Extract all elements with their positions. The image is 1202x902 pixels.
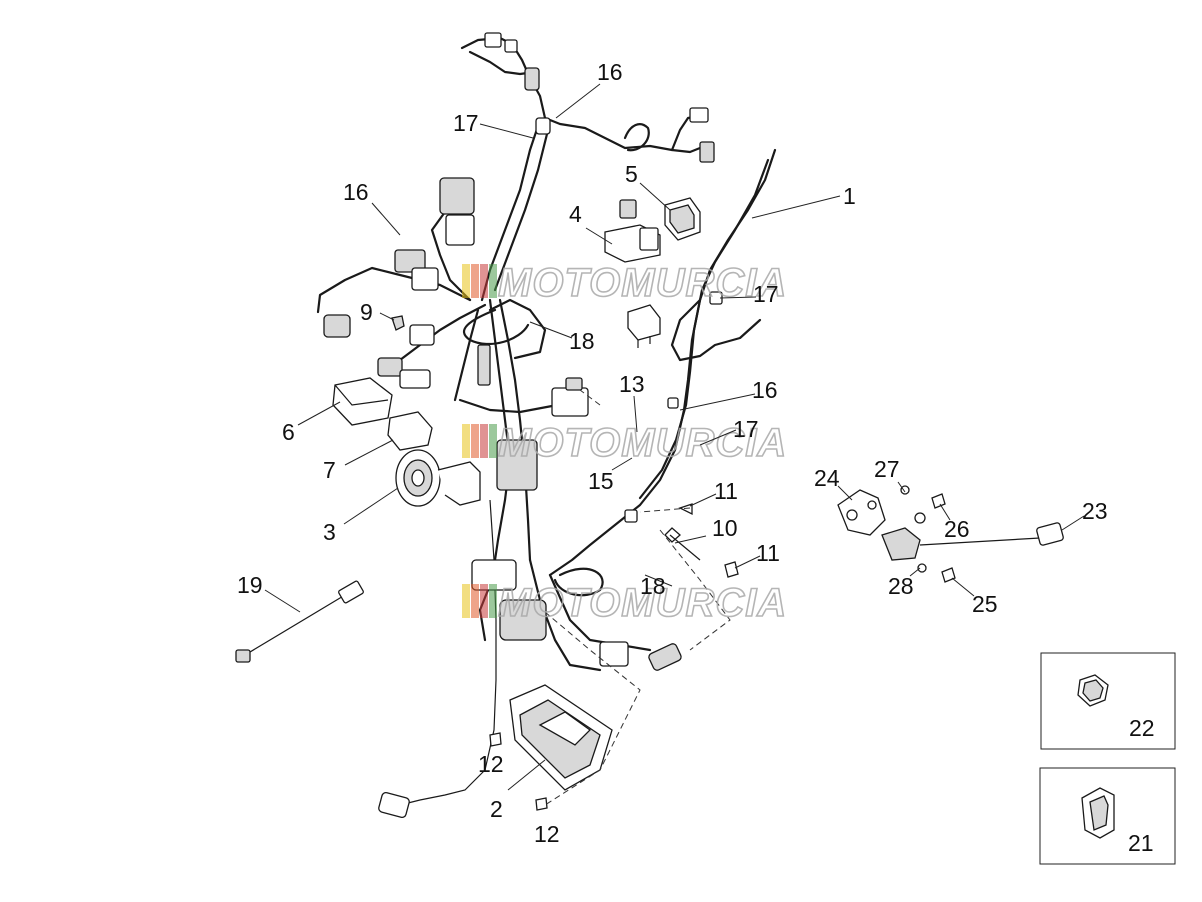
callout-7: 7 xyxy=(323,457,336,483)
callout-24: 24 xyxy=(814,465,840,491)
leader-lines xyxy=(264,83,1085,791)
callout-16-left: 16 xyxy=(343,179,369,205)
grommet-part-5 xyxy=(664,197,701,241)
callout-12-left: 12 xyxy=(478,751,504,777)
callout-4: 4 xyxy=(569,201,582,227)
callout-13: 13 xyxy=(619,371,645,397)
callout-2: 2 xyxy=(490,796,503,822)
callout-11-top: 11 xyxy=(714,478,738,504)
callout-10: 10 xyxy=(712,515,738,541)
horn-part-3 xyxy=(395,449,481,507)
bolts-and-nuts xyxy=(489,389,739,811)
temperature-sensor-part-19 xyxy=(235,580,364,663)
callout-18-upper: 18 xyxy=(569,328,595,354)
callout-17-middle: 17 xyxy=(733,416,759,442)
speed-sensor-assembly xyxy=(837,485,1064,583)
callout-9: 9 xyxy=(360,299,373,325)
callout-6: 6 xyxy=(282,419,295,445)
watermark-text-middle: MOTOMURCIA xyxy=(498,421,787,465)
callout-26: 26 xyxy=(944,516,970,542)
callout-19: 19 xyxy=(237,572,263,598)
watermark-bottom: MOTOMURCIA xyxy=(462,580,787,626)
relay-part-7 xyxy=(387,411,433,451)
clip-box-part-21 xyxy=(1039,767,1176,865)
plug-part-9 xyxy=(391,315,405,331)
callout-15: 15 xyxy=(588,468,614,494)
watermark-text-bottom: MOTOMURCIA xyxy=(498,581,787,625)
callout-1: 1 xyxy=(843,183,856,209)
callout-21: 21 xyxy=(1128,830,1154,856)
callout-27: 27 xyxy=(874,456,900,482)
callout-16-right: 16 xyxy=(752,377,778,403)
callout-labels: 1 2 3 4 5 6 7 9 10 11 11 12 12 13 15 16 … xyxy=(237,59,1155,856)
callout-3: 3 xyxy=(323,519,336,545)
ecu-part-2 xyxy=(509,684,613,791)
control-module-part-6 xyxy=(332,377,393,426)
main-wiring-harness xyxy=(316,32,777,819)
relay-part-18 xyxy=(627,304,661,348)
watermark-top: MOTOMURCIA xyxy=(462,260,787,306)
watermark-text-top: MOTOMURCIA xyxy=(498,261,787,305)
callout-11-bottom: 11 xyxy=(756,540,780,566)
relay-block-part-4 xyxy=(604,199,661,263)
callout-28: 28 xyxy=(888,573,914,599)
callout-23: 23 xyxy=(1082,498,1108,524)
callout-12-bottom: 12 xyxy=(534,821,560,847)
callout-22: 22 xyxy=(1129,715,1155,741)
watermark-middle: MOTOMURCIA xyxy=(462,420,787,466)
callout-18-lower: 18 xyxy=(640,573,666,599)
callout-16-top: 16 xyxy=(597,59,623,85)
callout-17-top: 17 xyxy=(453,110,479,136)
callout-17-right: 17 xyxy=(753,281,779,307)
callout-5: 5 xyxy=(625,161,638,187)
callout-25: 25 xyxy=(972,591,998,617)
grommet-box-part-22 xyxy=(1040,652,1176,750)
